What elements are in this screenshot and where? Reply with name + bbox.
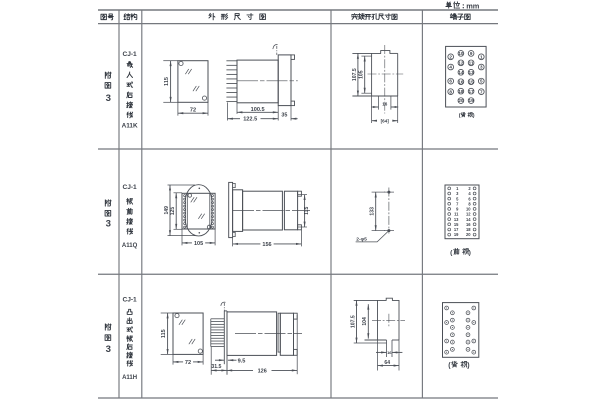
svg-text:11: 11: [454, 212, 459, 217]
svg-text:72: 72: [185, 360, 191, 366]
svg-text:115: 115: [304, 207, 310, 215]
svg-text:12: 12: [458, 60, 464, 65]
svg-text:CJ-1: CJ-1: [122, 297, 137, 304]
svg-text:): ): [467, 362, 469, 369]
svg-text:105: 105: [359, 70, 365, 79]
svg-text:125: 125: [170, 207, 176, 216]
svg-text:15: 15: [469, 79, 475, 84]
svg-text:(: (: [448, 362, 451, 369]
svg-text:5: 5: [456, 196, 459, 201]
svg-text:72: 72: [190, 108, 196, 114]
svg-text:13: 13: [454, 217, 459, 222]
svg-text:133: 133: [370, 207, 376, 216]
svg-text:A11K: A11K: [122, 123, 138, 130]
svg-text:8: 8: [468, 201, 471, 206]
svg-text:3: 3: [106, 93, 111, 104]
svg-text:11: 11: [469, 60, 474, 65]
svg-text:): ): [469, 249, 471, 256]
svg-text:3: 3: [106, 219, 111, 230]
svg-text:3: 3: [480, 65, 483, 70]
svg-text:126: 126: [258, 368, 267, 374]
svg-text:13: 13: [469, 70, 475, 75]
svg-text:2: 2: [449, 54, 452, 59]
svg-text:100.5: 100.5: [251, 107, 265, 113]
svg-text:20: 20: [466, 232, 471, 237]
svg-text:4: 4: [468, 191, 471, 196]
svg-text:8: 8: [449, 89, 452, 94]
svg-text:107.5: 107.5: [350, 315, 356, 328]
svg-text:104: 104: [362, 317, 368, 326]
svg-text:115: 115: [164, 77, 170, 86]
svg-text:16: 16: [458, 79, 464, 84]
svg-text:(: (: [459, 113, 461, 119]
svg-text:7: 7: [480, 89, 483, 94]
svg-text:16: 16: [387, 350, 392, 355]
svg-text:6: 6: [449, 79, 452, 84]
svg-text:17: 17: [469, 89, 475, 94]
svg-text:20: 20: [458, 98, 464, 103]
svg-text:115: 115: [161, 329, 167, 338]
svg-text:6: 6: [468, 196, 471, 201]
svg-text:17: 17: [454, 227, 459, 232]
svg-text:): ): [473, 113, 475, 119]
svg-text:mm: mm: [466, 1, 480, 10]
svg-text:5: 5: [480, 79, 483, 84]
svg-text:9: 9: [470, 51, 473, 56]
svg-text:1: 1: [480, 54, 483, 59]
svg-text:14: 14: [458, 70, 464, 75]
svg-text:9.5: 9.5: [238, 358, 246, 364]
svg-text:A11H: A11H: [122, 375, 137, 381]
svg-text:7: 7: [456, 201, 459, 206]
svg-text:3: 3: [456, 191, 459, 196]
svg-text:16: 16: [466, 222, 471, 227]
svg-text:64: 64: [384, 360, 390, 366]
svg-text:1: 1: [456, 186, 459, 191]
svg-text:35: 35: [281, 112, 287, 118]
svg-text:10: 10: [466, 207, 471, 212]
svg-text:CJ-1: CJ-1: [122, 184, 137, 191]
svg-text:156: 156: [262, 242, 271, 248]
svg-text:18: 18: [458, 89, 464, 94]
svg-text:9: 9: [456, 207, 459, 212]
svg-text:3: 3: [106, 344, 111, 355]
svg-text:14: 14: [466, 217, 471, 222]
svg-text:18: 18: [466, 227, 471, 232]
svg-text:CJ-1: CJ-1: [122, 51, 137, 58]
svg-text:[64]: [64]: [381, 119, 390, 124]
svg-text:A11Q: A11Q: [122, 243, 138, 249]
svg-text:149: 149: [164, 206, 170, 215]
svg-text:12: 12: [466, 212, 471, 217]
svg-text:19: 19: [469, 98, 475, 103]
svg-text:10: 10: [458, 51, 464, 56]
svg-text:(: (: [450, 249, 453, 256]
svg-text:122.5: 122.5: [243, 116, 257, 122]
svg-text:107.5: 107.5: [352, 68, 358, 81]
svg-text:2-φ5: 2-φ5: [356, 237, 367, 243]
svg-text:15: 15: [454, 222, 459, 227]
svg-text:31.5: 31.5: [211, 364, 221, 370]
svg-text:4: 4: [449, 65, 452, 70]
svg-text:19: 19: [454, 232, 459, 237]
svg-text:16: 16: [382, 101, 388, 106]
svg-text:2: 2: [468, 186, 471, 191]
svg-text:105: 105: [194, 241, 203, 247]
